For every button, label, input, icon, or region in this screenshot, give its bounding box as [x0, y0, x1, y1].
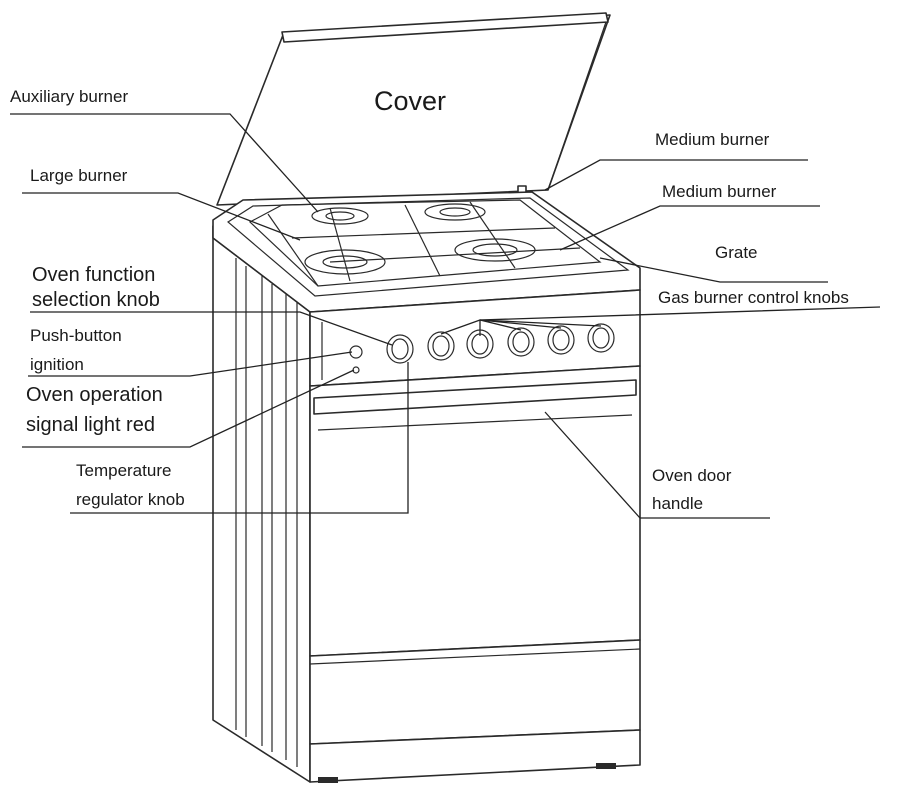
label-oven-operation-signal-light: Oven operation signal light red: [26, 384, 168, 436]
label-medium-burner-1: Medium burner: [655, 130, 770, 149]
label-grate: Grate: [715, 243, 758, 262]
label-medium-burner-2: Medium burner: [662, 182, 777, 201]
burners: [304, 203, 536, 275]
cover-lid: [216, 12, 611, 216]
oven-door: [309, 365, 641, 657]
base: [309, 729, 641, 783]
auxiliary-burner-shape: [311, 207, 369, 225]
label-temperature-regulator-knob: Temperature regulator knob: [76, 461, 185, 509]
label-large-burner: Large burner: [30, 166, 128, 185]
medium-burner-front-shape: [454, 238, 536, 262]
leader-lines: [10, 113, 881, 519]
large-burner-shape: [304, 249, 386, 275]
label-gas-burner-control-knobs: Gas burner control knobs: [658, 288, 849, 307]
label-auxiliary-burner: Auxiliary burner: [10, 87, 128, 106]
label-cover: Cover: [374, 86, 446, 116]
medium-burner-back-shape: [424, 203, 486, 221]
oven-door-handle-shape: [313, 379, 637, 415]
side-panel: [212, 225, 311, 783]
stove-illustration: [212, 12, 641, 783]
labels: Cover Auxiliary burner Large burner Medi…: [10, 86, 849, 513]
label-oven-function-selection-knob: Oven function selection knob: [32, 264, 161, 311]
grate: [248, 199, 602, 287]
label-oven-door-handle: Oven door handle: [652, 466, 736, 513]
label-push-button-ignition: Push-button ignition: [30, 326, 126, 374]
knob-row: [386, 323, 615, 364]
